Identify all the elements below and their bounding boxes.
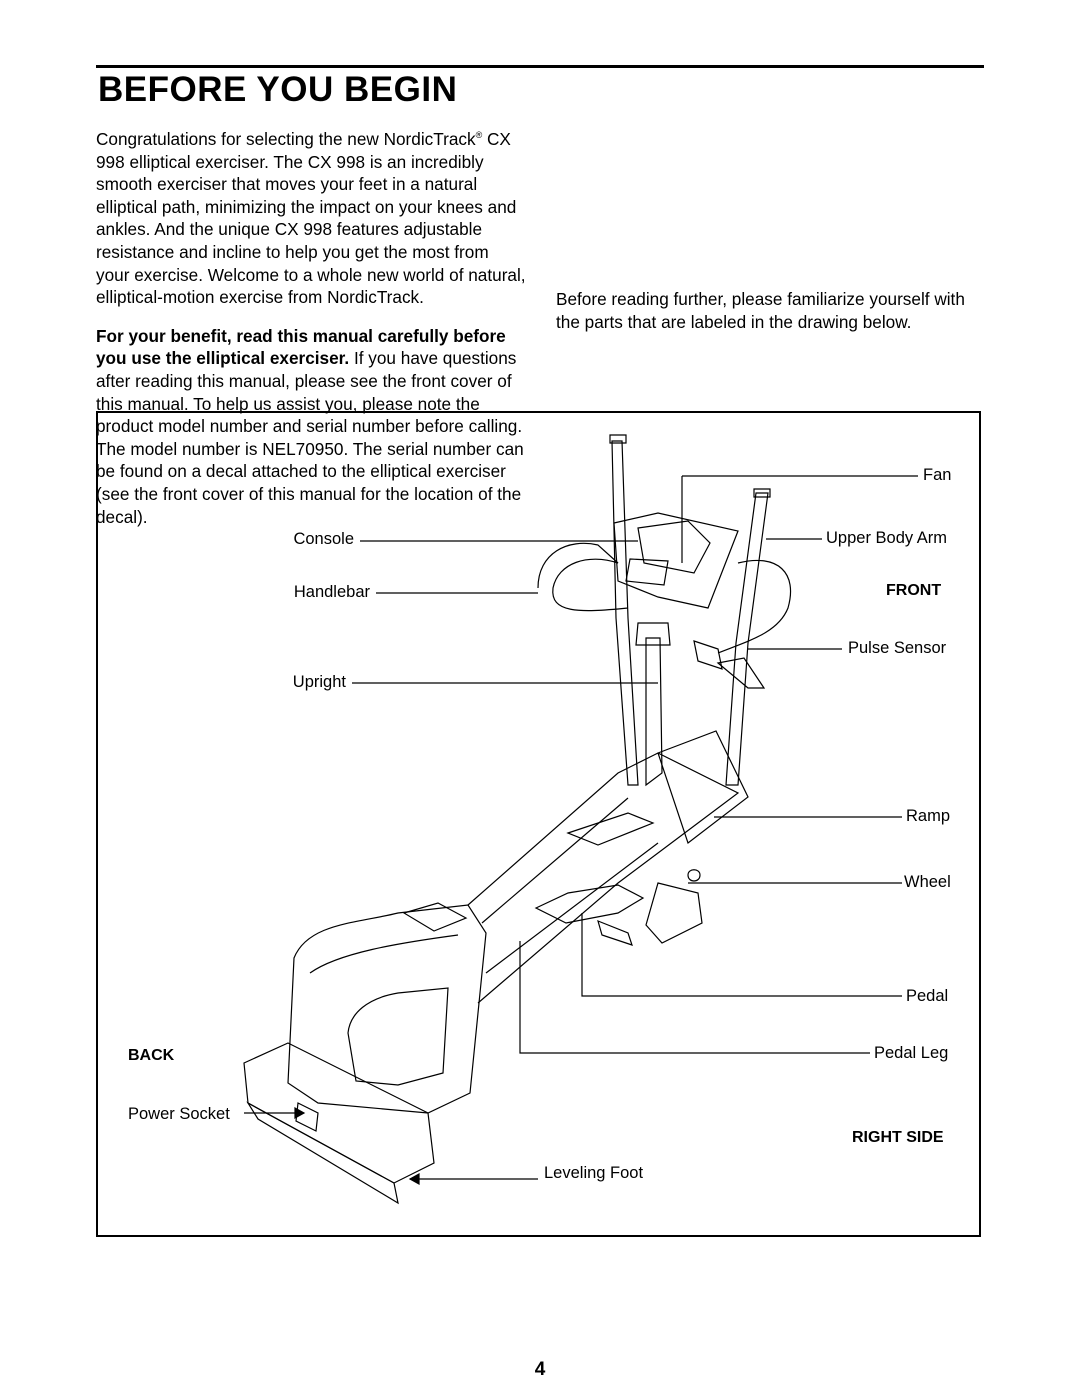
registered-mark: ® (475, 130, 483, 140)
handlebar-right (717, 559, 792, 654)
intro-paragraph-1: Congratulations for selecting the new No… (96, 129, 526, 308)
parts-diagram: Fan Console Upper Body Arm Handlebar FRO… (96, 411, 981, 1237)
console (613, 512, 739, 609)
handlebar-left (537, 542, 629, 612)
intro-column-left: Congratulations for selecting the new No… (96, 128, 526, 544)
page-title: BEFORE YOU BEGIN (98, 70, 458, 109)
label-console: Console (293, 530, 354, 548)
label-fan: Fan (923, 466, 952, 484)
upper-body-arm-left (611, 440, 639, 786)
leader-pedal (581, 913, 902, 997)
intro-column-right: Before reading further, please familiari… (556, 128, 986, 332)
label-ramp: Ramp (906, 807, 951, 825)
intro-paragraph-3: Before reading further, please familiari… (556, 289, 965, 332)
upright (645, 637, 663, 787)
label-back: BACK (128, 1047, 175, 1064)
label-wheel: Wheel (904, 873, 951, 891)
label-pulse-sensor: Pulse Sensor (848, 639, 947, 657)
pedal-left (566, 812, 655, 846)
page-number: 4 (534, 1359, 546, 1380)
pedal-right (534, 884, 645, 924)
elliptical-illustration (243, 434, 918, 1205)
label-upright: Upright (292, 673, 346, 691)
title-rule (96, 65, 984, 68)
leader-pedal-leg (519, 941, 870, 1054)
label-power-socket: Power Socket (128, 1105, 230, 1123)
label-right-side: RIGHT SIDE (852, 1129, 944, 1146)
leader-fan (681, 475, 918, 563)
label-handlebar: Handlebar (293, 583, 370, 601)
upper-body-arm-right (725, 492, 769, 786)
rear-housing (287, 904, 487, 1114)
label-pedal-leg: Pedal Leg (874, 1044, 949, 1062)
label-front: FRONT (886, 582, 942, 599)
label-upper-body-arm: Upper Body Arm (826, 529, 948, 547)
ramp (657, 730, 749, 844)
label-pedal: Pedal (906, 987, 949, 1005)
important-notice: For your benefit, read this manual caref… (96, 325, 506, 369)
label-leveling-foot: Leveling Foot (544, 1164, 644, 1182)
wheel (687, 869, 701, 882)
intro-paragraph-2: For your benefit, read this manual caref… (96, 325, 524, 527)
pulse-sensor (716, 657, 766, 689)
frame-rail (467, 752, 740, 1004)
